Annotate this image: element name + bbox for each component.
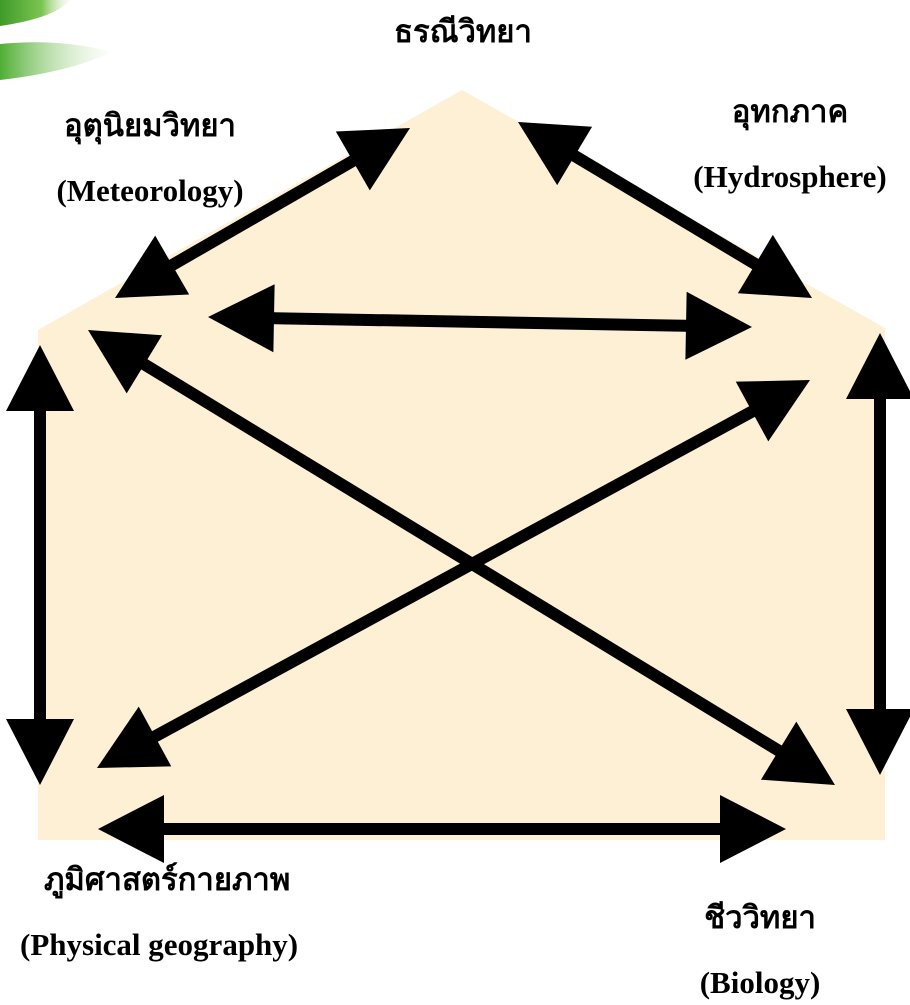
node-upper-right-english-label: (Hydrosphere) <box>670 157 910 197</box>
node-lower-left-thai-label: ภูมิศาสตร์กายภาพ <box>44 860 364 900</box>
node-lower-left-english-label: (Physical geography) <box>20 925 360 965</box>
arrow-upper-left-to-upper-right-shaft <box>268 318 692 326</box>
leaf-swoosh-lower <box>0 42 112 80</box>
node-top-thai-label: ธรณีวิทยา <box>338 12 588 52</box>
node-lower-right-english-label: (Biology) <box>660 963 860 1003</box>
node-lower-right-thai-label: ชีววิทยา <box>660 898 860 938</box>
leaf-decoration <box>0 0 112 80</box>
node-upper-left-thai-label: อุตุนิยมวิทยา <box>20 106 280 146</box>
node-upper-right-thai-label: อุทกภาค <box>670 92 910 132</box>
node-upper-left-english-label: (Meteorology) <box>20 171 280 211</box>
leaf-swoosh-upper <box>0 0 70 26</box>
